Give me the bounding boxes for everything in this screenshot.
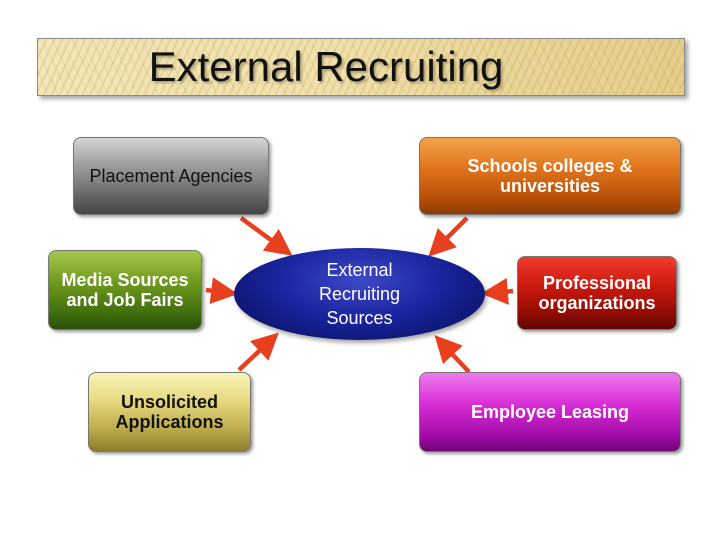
- center-node-label: External Recruiting Sources: [318, 260, 401, 328]
- arrow-leasing: [434, 335, 471, 374]
- arrow-schools: [428, 216, 469, 257]
- node-label: Professional organizations: [538, 273, 656, 313]
- arrow-professional: [480, 277, 514, 305]
- node-unsolicited-applications: Unsolicited Applications: [88, 372, 251, 452]
- title-banner: External Recruiting: [37, 38, 685, 96]
- node-label: Employee Leasing: [470, 402, 630, 422]
- node-employee-leasing: Employee Leasing: [419, 372, 681, 452]
- node-label: Unsolicited Applications: [115, 392, 224, 432]
- arrow-placement: [239, 216, 293, 256]
- node-schools-colleges-universities: Schools colleges & universities: [419, 137, 681, 215]
- node-label: Media Sources and Job Fairs: [61, 270, 189, 310]
- page-title: External Recruiting: [148, 43, 504, 90]
- center-node-external-recruiting-sources: External Recruiting Sources: [234, 248, 485, 340]
- arrow-media: [205, 277, 239, 305]
- node-media-sources-job-fairs: Media Sources and Job Fairs: [48, 250, 202, 330]
- node-label: Placement Agencies: [89, 166, 253, 186]
- arrow-unsolicited: [237, 332, 279, 372]
- node-placement-agencies: Placement Agencies: [73, 137, 269, 215]
- node-professional-organizations: Professional organizations: [517, 256, 677, 330]
- node-label: Schools colleges & universities: [467, 156, 633, 196]
